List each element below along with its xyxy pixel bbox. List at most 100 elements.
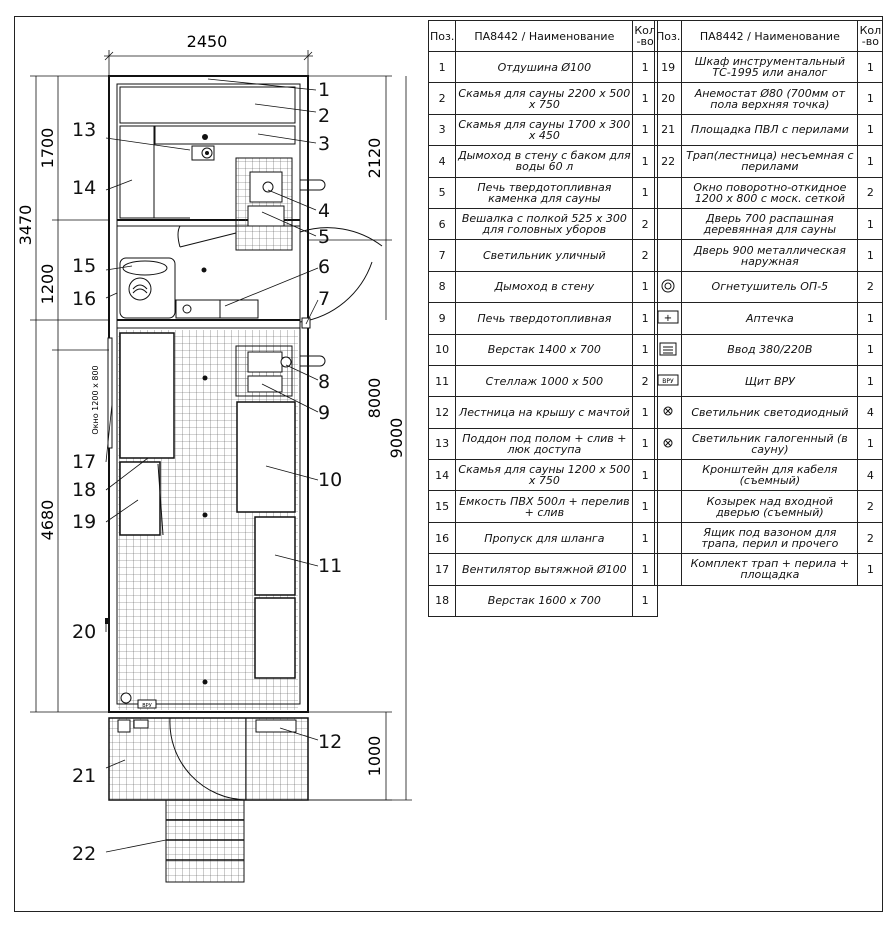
- row-qty: 1: [857, 50, 884, 84]
- dim-1700: 1700: [38, 128, 57, 169]
- shelf-11a: [254, 516, 296, 596]
- dim-4680: 4680: [38, 500, 57, 541]
- window-label: Окно 1200 х 800: [91, 365, 100, 434]
- row-name: Ввод 380/220В: [681, 333, 859, 366]
- row-name: Дверь 900 металлическая наружная: [681, 239, 859, 272]
- row-name: Скамья для сауны 1200 х 500 х 750: [455, 459, 634, 492]
- row-qty: 1: [632, 113, 658, 147]
- row-pos: [653, 239, 683, 272]
- callout-12: 12: [318, 731, 342, 753]
- row-name: Козырек над входной дверью (съемный): [681, 490, 859, 523]
- workbench-18: [119, 332, 175, 459]
- led-light-icon: [201, 267, 207, 273]
- row-name: Шкаф инструментальный ТС-1995 или аналог: [681, 50, 859, 84]
- shelf-11b: [254, 597, 296, 679]
- dim-8000: 8000: [365, 378, 384, 419]
- extinguisher-icon: [658, 278, 678, 296]
- stairs-22: [165, 799, 245, 883]
- table-row: Окно поворотно-откидное 1200 х 800 с мос…: [653, 176, 884, 209]
- header-name: ПА8442 / Наименование: [681, 20, 859, 52]
- row-qty: 1: [857, 364, 884, 398]
- row-name: Светильник светодиодный: [681, 396, 859, 429]
- row-qty: 4: [857, 459, 884, 492]
- row-pos: 11: [427, 364, 457, 398]
- callout-13: 13: [72, 119, 96, 141]
- dim-2120: 2120: [365, 138, 384, 179]
- halogen-light-icon: [661, 436, 675, 452]
- dimension-lines: [30, 50, 412, 801]
- table-row: Ящик под вазоном для трапа, перил и проч…: [653, 521, 884, 555]
- svg-text:ВРУ: ВРУ: [662, 378, 674, 385]
- table-row: Кронштейн для кабеля (съемный)4: [653, 459, 884, 492]
- row-pos: 15: [427, 490, 457, 523]
- row-qty: 1: [857, 333, 884, 366]
- row-qty: 1: [857, 145, 884, 178]
- row-qty: 1: [632, 521, 658, 555]
- row-name: Лестница на крышу с мачтой: [455, 396, 634, 429]
- row-qty: 1: [857, 113, 884, 147]
- dim-1000: 1000: [365, 736, 384, 777]
- callout-17: 17: [72, 451, 96, 473]
- row-name: Огнетушитель ОП-5: [681, 270, 859, 304]
- callout-10: 10: [318, 469, 342, 491]
- row-name: Поддон под полом + слив + люк доступа: [455, 427, 634, 461]
- row-name: Верстак 1600 х 700: [455, 584, 634, 618]
- leader-lines: [105, 78, 319, 853]
- callout-22: 22: [72, 843, 96, 865]
- led-light-icon: [202, 679, 208, 685]
- row-qty: 2: [857, 176, 884, 209]
- power-inlet-icon: [117, 719, 131, 733]
- callout-5: 5: [318, 226, 330, 248]
- row-name: Окно поворотно-откидное 1200 х 800 с мос…: [681, 176, 859, 209]
- header-pos: Поз.: [653, 20, 683, 52]
- row-pos: 2: [427, 82, 457, 115]
- sauna-bench-14: [119, 125, 155, 219]
- row-pos: 6: [427, 207, 457, 241]
- callout-21: 21: [72, 765, 96, 787]
- row-qty: 1: [857, 553, 884, 586]
- callout-14: 14: [72, 177, 96, 199]
- vru-label: ВРУ: [142, 703, 152, 709]
- row-name: Комплект трап + перила + площадка: [681, 553, 859, 586]
- row-name: Емкость ПВХ 500л + перелив + слив: [455, 490, 634, 523]
- row-name: Печь твердотопливная: [455, 302, 634, 335]
- row-name: Пропуск для шланга: [455, 521, 634, 555]
- callout-15: 15: [72, 255, 96, 277]
- row-qty: 1: [632, 302, 658, 335]
- row-name: Дверь 700 распашная деревянная для сауны: [681, 207, 859, 241]
- floor-plan: ВРУ 2450 3470 1700 1200 4680: [0, 0, 428, 933]
- row-pos: 10: [427, 333, 457, 366]
- callout-1: 1: [318, 79, 330, 101]
- row-pos: 7: [427, 239, 457, 272]
- callout-7: 7: [318, 288, 330, 310]
- row-name: Трап(лестница) несъемная с перилами: [681, 145, 859, 178]
- row-name: Печь твердотопливная каменка для сауны: [455, 176, 634, 209]
- row-pos: [653, 207, 683, 241]
- callout-16: 16: [72, 288, 96, 310]
- row-qty: 1: [632, 396, 658, 429]
- row-pos: 5: [427, 176, 457, 209]
- table-row: Дверь 700 распашная деревянная для сауны…: [653, 207, 884, 241]
- header-pos: Поз.: [427, 20, 457, 52]
- dim-3470: 3470: [16, 205, 35, 246]
- inner-wall: [116, 83, 301, 705]
- callout-11: 11: [318, 555, 342, 577]
- row-name: Скамья для сауны 2200 х 500 х 750: [455, 82, 634, 115]
- row-qty: 1: [857, 302, 884, 335]
- row-name: Светильник уличный: [455, 239, 634, 272]
- row-qty: 1: [632, 553, 658, 586]
